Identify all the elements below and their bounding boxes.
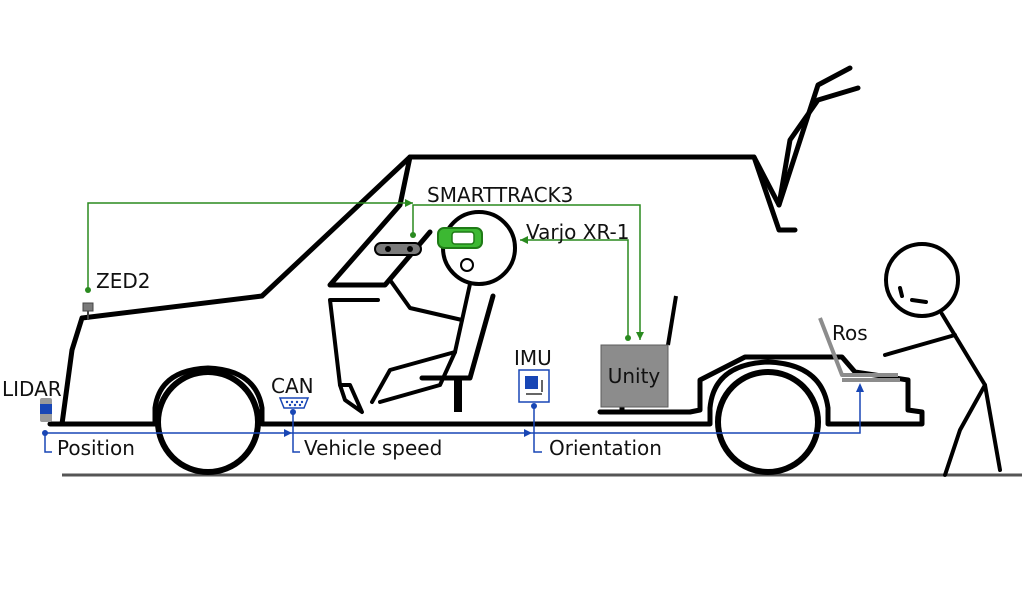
zed2-camera [82, 302, 94, 320]
varjo-label: Varjo XR-1 [526, 220, 630, 244]
unity-label: Unity [608, 364, 661, 388]
unity-box: Unity [600, 295, 678, 408]
data-bus [42, 383, 864, 453]
smarttrack-sensor [374, 242, 422, 256]
position-label: Position [57, 436, 135, 460]
orientation-label: Orientation [549, 436, 662, 460]
imu-sensor [518, 369, 550, 403]
lidar-label: LIDAR [2, 377, 62, 401]
ros-label: Ros [832, 321, 868, 345]
ros-operator-figure [883, 242, 1002, 477]
laptop [818, 317, 900, 382]
lidar-sensor [40, 398, 52, 422]
varjo-headset [437, 227, 483, 249]
car-body [47, 65, 925, 427]
can-connector [278, 397, 310, 409]
zed2-label: ZED2 [96, 269, 150, 293]
can-label: CAN [271, 374, 314, 398]
tracking-links [85, 199, 644, 341]
driver-seat [419, 293, 496, 412]
imu-label: IMU [514, 346, 552, 370]
smarttrack-label: SMARTTRACK3 [427, 183, 573, 207]
front-wheel [155, 369, 261, 475]
vehicle-speed-label: Vehicle speed [304, 436, 442, 460]
rear-wheel [715, 369, 821, 475]
